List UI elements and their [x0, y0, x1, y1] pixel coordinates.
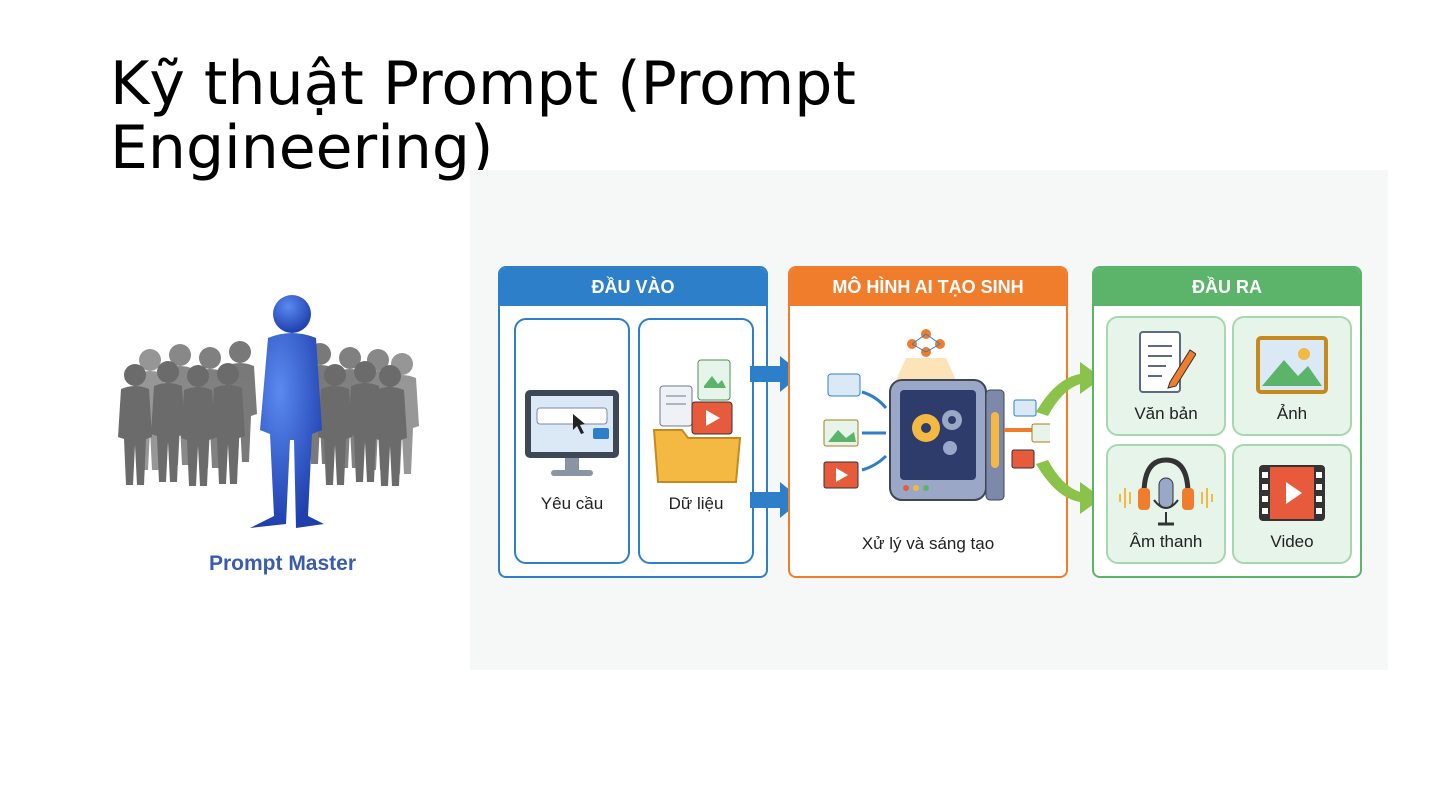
document-pencil-icon	[1136, 330, 1196, 396]
person-label: Prompt Master	[208, 552, 357, 575]
text-card: Văn bản	[1106, 316, 1226, 436]
input-panel: ĐẦU VÀO Yêu cầu	[498, 266, 768, 578]
audio-label: Âm thanh	[1129, 532, 1203, 551]
request-card: Yêu cầu	[514, 318, 630, 564]
image-label: Ảnh	[1276, 404, 1308, 423]
picture-icon	[1256, 336, 1328, 394]
folder-files-icon	[652, 356, 744, 486]
data-label: Dữ liệu	[668, 494, 724, 513]
video-icon	[1258, 464, 1326, 522]
microphone-headphones-icon	[1114, 454, 1218, 530]
slide-title: Kỹ thuật Prompt (Prompt Engineering)	[110, 49, 856, 183]
model-panel-header: MÔ HÌNH AI TẠO SINH	[790, 268, 1066, 306]
output-panel-header: ĐẦU RA	[1094, 268, 1360, 306]
audio-card: Âm thanh	[1106, 444, 1226, 564]
arrow-model-to-output-bottom	[1036, 460, 1106, 520]
image-card: Ảnh	[1232, 316, 1352, 436]
model-panel: MÔ HÌNH AI TẠO SINH	[788, 266, 1068, 578]
request-label: Yêu cầu	[540, 494, 604, 513]
video-label: Video	[1270, 532, 1314, 551]
ai-machine-icon	[806, 320, 1050, 510]
text-label: Văn bản	[1134, 404, 1198, 423]
input-panel-header: ĐẦU VÀO	[500, 268, 766, 306]
ai-flow-diagram: ĐẦU VÀO Yêu cầu	[470, 170, 1388, 670]
video-card: Video	[1232, 444, 1352, 564]
monitor-search-icon	[523, 388, 621, 484]
arrow-model-to-output-top	[1036, 356, 1106, 416]
person-crowd-icon	[110, 280, 440, 540]
data-card: Dữ liệu	[638, 318, 754, 564]
model-caption: Xử lý và sáng tạo	[861, 534, 995, 553]
output-panel: ĐẦU RA Văn bản	[1092, 266, 1362, 578]
